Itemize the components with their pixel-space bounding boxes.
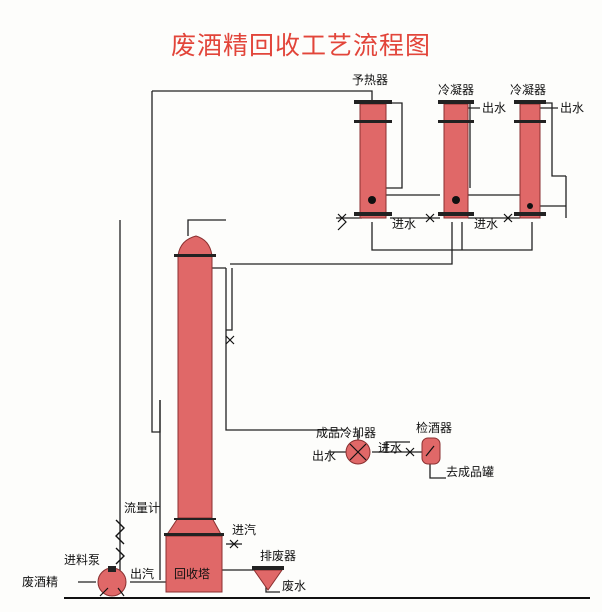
pipe-cooler-water-in bbox=[385, 441, 410, 452]
alcohol-checker-body bbox=[421, 437, 441, 465]
pipe-top-return bbox=[152, 90, 373, 100]
label-water-out-cooler: 出水 bbox=[312, 449, 336, 463]
feed-pump-body bbox=[97, 567, 127, 597]
label-feed-pump: 进料泵 bbox=[64, 553, 100, 567]
recovery-tower bbox=[164, 235, 224, 593]
feed-pump bbox=[97, 566, 127, 597]
tower-flange-bottom bbox=[174, 518, 216, 520]
label-water-in-cooler: 进水 bbox=[378, 441, 402, 455]
tower-flange-top bbox=[174, 254, 216, 257]
diagram-title: 废酒精回收工艺流程图 bbox=[170, 31, 431, 60]
alcohol-checker-gauge bbox=[425, 445, 435, 457]
feed-pump-legs bbox=[99, 587, 125, 597]
valves bbox=[225, 213, 513, 549]
tower-base bbox=[165, 535, 223, 593]
alcohol-checker bbox=[421, 437, 441, 465]
pipe-distillate bbox=[212, 267, 346, 431]
drain-separator bbox=[252, 566, 284, 591]
valve-water-in-1 bbox=[337, 213, 347, 231]
label-water-out-1: 出水 bbox=[482, 101, 506, 115]
pipe-preheater-bypass bbox=[386, 102, 403, 189]
condenser-2-flange-top bbox=[514, 100, 546, 104]
flowmeter bbox=[115, 519, 125, 565]
condenser-2-flange-bottom bbox=[514, 212, 546, 216]
valve-condenser-1 bbox=[425, 213, 435, 223]
tower-flange-base bbox=[164, 533, 224, 536]
tower-column bbox=[177, 255, 213, 519]
label-flowmeter: 流量计 bbox=[124, 501, 160, 515]
valve-condenser-2 bbox=[503, 213, 513, 223]
valve-cooler-water bbox=[405, 447, 415, 457]
preheater bbox=[354, 100, 392, 219]
label-product-cooler: 成品冷却器 bbox=[316, 426, 376, 440]
condenser-1-flange-bottom bbox=[438, 212, 474, 216]
product-cooler bbox=[345, 439, 371, 465]
preheater-node bbox=[368, 196, 376, 204]
condenser-1 bbox=[438, 100, 474, 219]
pipe-to-tank bbox=[429, 462, 446, 479]
pipe-tower-vapor bbox=[187, 219, 226, 236]
tower-cap bbox=[177, 235, 213, 257]
flowmeter-valve-1 bbox=[115, 519, 125, 545]
preheater-flange-mid bbox=[354, 120, 392, 123]
condenser-2 bbox=[514, 100, 546, 219]
label-drain: 排废器 bbox=[260, 548, 296, 563]
condenser-1-node bbox=[452, 196, 460, 204]
pipe-trap bbox=[226, 268, 233, 331]
label-steam-out: 出汽 bbox=[130, 566, 154, 581]
pipe-bottom-header bbox=[371, 222, 533, 251]
label-waste-alcohol: 废酒精 bbox=[22, 574, 58, 589]
label-to-product-tank: 去成品罐 bbox=[446, 465, 494, 479]
label-water-in-2: 进水 bbox=[474, 217, 498, 231]
product-cooler-cross bbox=[349, 443, 367, 461]
label-water-in-1: 进水 bbox=[392, 217, 416, 231]
preheater-flange-top bbox=[354, 100, 392, 104]
valve-trap bbox=[225, 335, 235, 345]
label-tower: 回收塔 bbox=[174, 567, 210, 581]
label-water-out-2: 出水 bbox=[560, 101, 584, 115]
label-alcohol-checker: 检酒器 bbox=[416, 420, 452, 435]
pipe-condenser-return bbox=[230, 222, 453, 265]
pipe-network bbox=[78, 90, 567, 593]
drain-separator-flange bbox=[252, 566, 284, 570]
condenser-2-flange-mid bbox=[514, 120, 546, 123]
valve-steam-in bbox=[229, 539, 239, 549]
preheater-flange-bottom bbox=[354, 212, 392, 216]
pipe-reflux-loop bbox=[151, 91, 161, 433]
condenser-1-flange-mid bbox=[438, 120, 474, 123]
flowmeter-valve-2 bbox=[115, 547, 125, 565]
feed-pump-outlet bbox=[108, 566, 116, 572]
label-condenser-1: 冷凝器 bbox=[438, 82, 474, 97]
drain-separator-body bbox=[253, 569, 283, 591]
label-condenser-2: 冷凝器 bbox=[510, 82, 546, 97]
label-steam-in: 进汽 bbox=[232, 522, 256, 537]
label-preheater: 予热器 bbox=[352, 73, 388, 87]
label-waste-water: 废水 bbox=[282, 578, 306, 593]
diagram-labels: 予热器 冷凝器 冷凝器 出水 出水 进水 进水 成品冷却器 检酒器 进水 出水 … bbox=[22, 73, 584, 593]
condenser-1-flange-top bbox=[438, 100, 474, 104]
condenser-2-node bbox=[527, 203, 533, 209]
